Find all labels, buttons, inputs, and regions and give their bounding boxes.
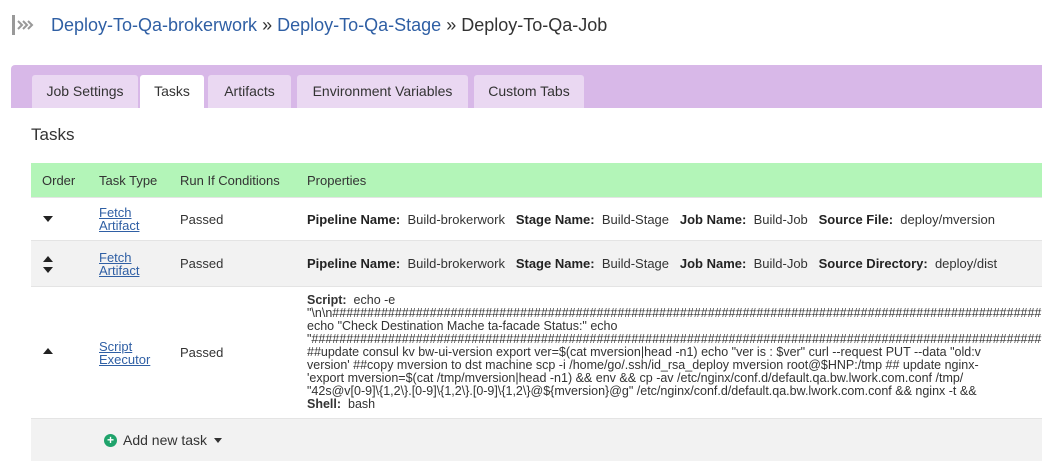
plus-circle-icon: + <box>104 434 117 447</box>
properties-cell: Pipeline Name: Build-brokerwork Stage Na… <box>296 198 1042 241</box>
tab-tasks[interactable]: Tasks <box>140 75 204 108</box>
tab-job-settings[interactable]: Job Settings <box>32 75 138 108</box>
script-properties: Script: echo -e "\n\n###################… <box>307 289 1042 416</box>
script-label: Script: <box>307 293 347 307</box>
caret-down-icon <box>214 438 222 443</box>
breadcrumb: Deploy-To-Qa-brokerwork » Deploy-To-Qa-S… <box>51 13 607 37</box>
move-up-icon[interactable] <box>43 348 53 354</box>
order-arrows <box>42 204 62 234</box>
header-properties: Properties <box>296 163 1042 198</box>
pipeline-chevrons-icon <box>12 15 34 35</box>
properties-cell: Pipeline Name: Build-brokerwork Stage Na… <box>296 241 1042 287</box>
breadcrumb-stage-link[interactable]: Deploy-To-Qa-Stage <box>277 15 441 35</box>
header-order: Order <box>31 163 88 198</box>
table-header-row: Order Task Type Run If Conditions Proper… <box>31 163 1042 198</box>
order-cell <box>31 287 88 419</box>
shell-label: Shell: <box>307 397 341 411</box>
tab-environment-variables[interactable]: Environment Variables <box>297 75 468 108</box>
tab-custom-tabs[interactable]: Custom Tabs <box>474 75 584 108</box>
order-arrows <box>42 338 62 368</box>
order-arrows <box>42 249 62 279</box>
add-new-task-button[interactable]: + Add new task <box>104 432 222 448</box>
properties-cell: Script: echo -e "\n\n###################… <box>296 287 1042 419</box>
tasks-table: Order Task Type Run If Conditions Proper… <box>31 163 1042 461</box>
tab-artifacts[interactable]: Artifacts <box>208 75 291 108</box>
add-new-task-label: Add new task <box>123 432 207 448</box>
breadcrumb-separator: » <box>446 15 456 35</box>
run-if-cell: Passed <box>169 241 296 287</box>
move-down-icon[interactable] <box>43 267 53 273</box>
order-cell <box>31 241 88 287</box>
run-if-cell: Passed <box>169 287 296 419</box>
tab-strip: Job Settings Tasks Artifacts Environment… <box>11 65 1042 108</box>
move-up-icon[interactable] <box>43 256 53 262</box>
add-task-row: + Add new task <box>31 419 1042 461</box>
breadcrumb-bar: Deploy-To-Qa-brokerwork » Deploy-To-Qa-S… <box>0 0 1042 50</box>
breadcrumb-separator: » <box>262 15 272 35</box>
move-down-icon[interactable] <box>43 216 53 222</box>
header-run-if: Run If Conditions <box>169 163 296 198</box>
breadcrumb-pipeline-link[interactable]: Deploy-To-Qa-brokerwork <box>51 15 257 35</box>
order-cell <box>31 198 88 241</box>
header-task-type: Task Type <box>88 163 169 198</box>
script-line: "42s@v[0-9]\{1,2\}.[0-9]\{1,2\}.[0-9]\{1… <box>307 385 1042 398</box>
add-task-cell: + Add new task <box>31 419 1042 461</box>
script-first-line: echo -e <box>354 293 396 307</box>
section-title: Tasks <box>31 125 74 145</box>
shell-value: bash <box>348 397 375 411</box>
breadcrumb-job: Deploy-To-Qa-Job <box>461 15 607 35</box>
run-if-cell: Passed <box>169 198 296 241</box>
